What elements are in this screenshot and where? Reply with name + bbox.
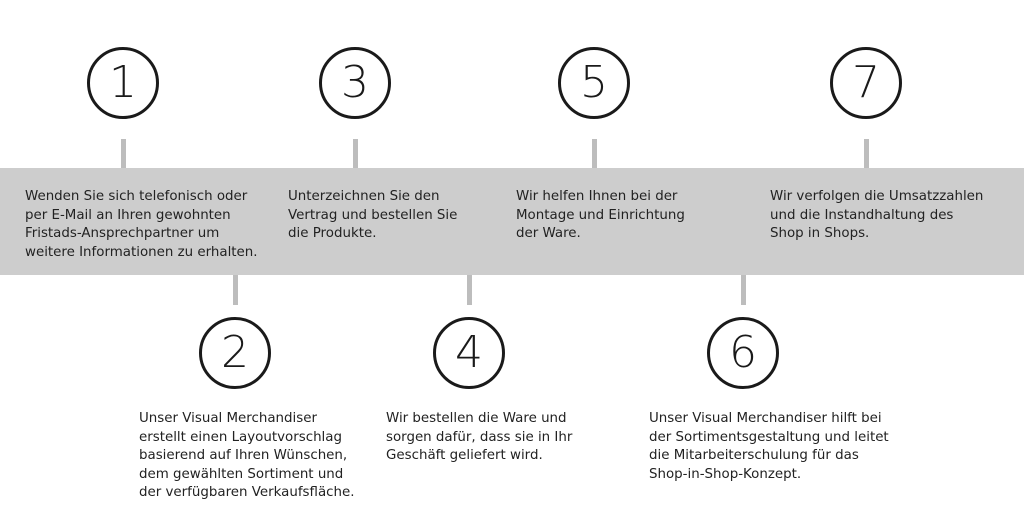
step-4-number: 4 (455, 327, 483, 378)
step-2-text: Unser Visual Merchandiser erstellt einen… (139, 411, 355, 500)
step-5-number: 5 (580, 57, 608, 108)
step-5-text: Wir helfen Ihnen bei der Montage und Ein… (516, 189, 685, 241)
step-3-number: 3 (341, 57, 369, 108)
step-7-number: 7 (852, 57, 880, 108)
step-4-circle: 4 (433, 317, 505, 389)
step-6-number: 6 (729, 327, 757, 378)
step-1-text: Wenden Sie sich telefonisch oder per E-M… (25, 189, 258, 260)
step-1-circle: 1 (87, 47, 159, 119)
timeline-band (0, 168, 1024, 275)
step-7-circle: 7 (830, 47, 902, 119)
step-2-circle: 2 (199, 317, 271, 389)
step-7-text: Wir verfolgen die Umsatzzahlen und die I… (770, 189, 984, 241)
step-6-connector (741, 275, 746, 305)
step-4-text: Wir bestellen die Ware und sorgen dafür,… (386, 411, 573, 463)
step-1-connector (121, 139, 126, 168)
step-2-number: 2 (221, 327, 249, 378)
step-2-connector (233, 275, 238, 305)
step-1-number: 1 (109, 57, 137, 108)
step-3-text: Unterzeichnen Sie den Vertrag und bestel… (288, 189, 458, 241)
step-5-circle: 5 (558, 47, 630, 119)
step-6-text: Unser Visual Merchandiser hilft bei der … (649, 411, 889, 482)
step-7-connector (864, 139, 869, 168)
step-3-circle: 3 (319, 47, 391, 119)
step-3-connector (353, 139, 358, 168)
step-4-connector (467, 275, 472, 305)
step-6-circle: 6 (707, 317, 779, 389)
step-5-connector (592, 139, 597, 168)
